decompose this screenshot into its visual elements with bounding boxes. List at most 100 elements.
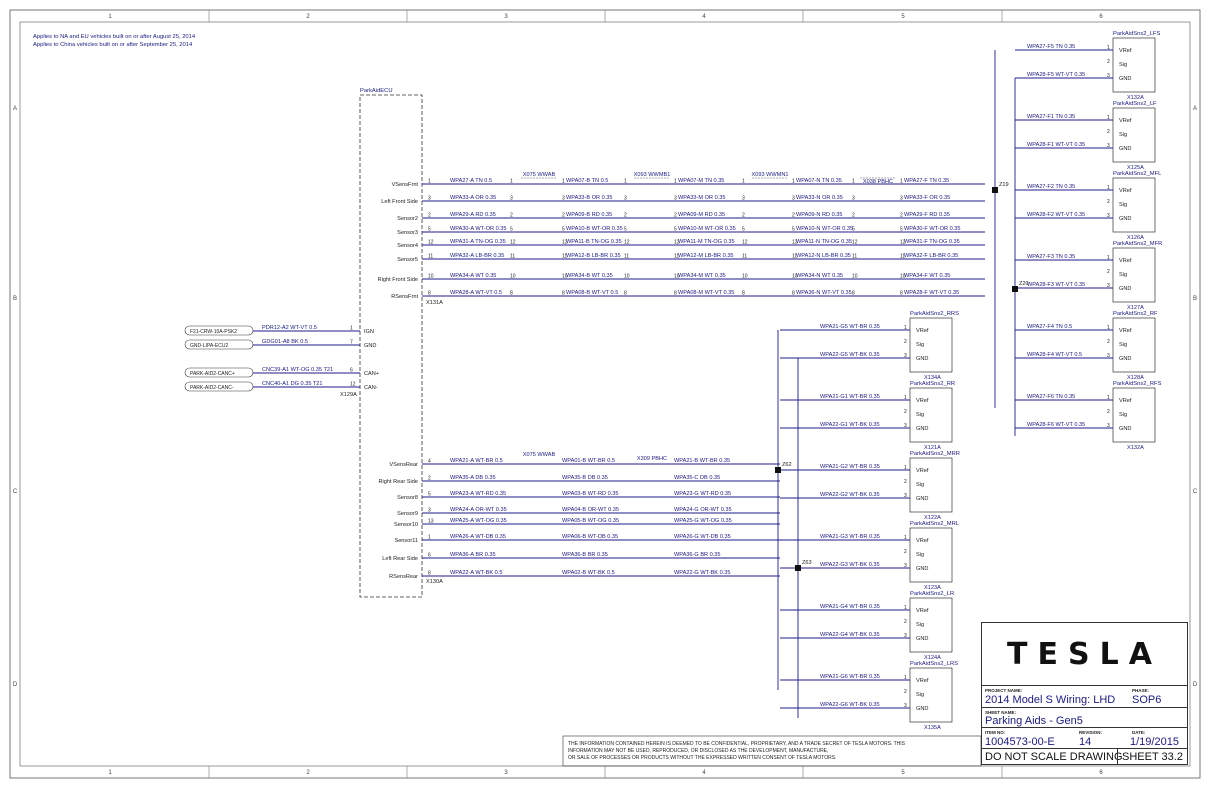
- rear-sensor-wire-label: WPA21-G4 WT-BR 0.35: [820, 604, 880, 610]
- ecu-front-pin-number: 1: [428, 179, 431, 185]
- rear-sensor-wire-label: WPA22-G3 WT-BK 0.35: [820, 562, 880, 568]
- front-sensor-wire-label: WPA28-F5 WT-VT 0.35: [1027, 72, 1085, 78]
- connector-pin-number: 1: [624, 179, 627, 185]
- connector-pin-number: 11: [792, 254, 797, 260]
- sensor-pin-sig: Sig: [1119, 202, 1127, 208]
- sensor-pin-number: 2: [904, 339, 907, 345]
- ecu-power-pin-name: GND: [364, 343, 376, 349]
- ecu-front-pin-number: 5: [428, 227, 431, 233]
- front-sensor-wire-label: WPA27-F5 TN 0.35: [1027, 44, 1075, 50]
- zone-row-right-D: D: [1193, 682, 1198, 688]
- connector-pin-number: 2: [510, 213, 513, 219]
- front-sensor-wire-label: WPA28-F4 WT-VT 0.5: [1027, 352, 1082, 358]
- disclaimer-line-3: OR SALE OF PROCESSES OR PRODUCTS WITHOUT…: [568, 755, 836, 761]
- front-wire-label: WPA07-M TN 0.35: [678, 178, 724, 184]
- connector-pin-number: 8: [852, 291, 855, 297]
- power-source-tag: [184, 325, 254, 336]
- rear-sensor-box: [909, 387, 953, 443]
- power-source-name: PARK-AID2-CANC-: [190, 385, 234, 391]
- ecu-front-pin-name: Left Front Side: [381, 199, 418, 205]
- power-wire-label: GDG01-A8 BK 0.5: [262, 339, 308, 345]
- front-wire-label: WPA31-F TN-OG 0.35: [904, 239, 960, 245]
- front-sensor-wire-label: WPA28-F2 WT-VT 0.35: [1027, 212, 1085, 218]
- connector-pin-number: 8: [510, 291, 513, 297]
- sensor-pin-vref: VRef: [916, 398, 929, 404]
- sensor-pin-number: 1: [904, 675, 907, 681]
- connector-pin-number: 5: [562, 227, 565, 233]
- connector-pin-number: 3: [852, 196, 855, 202]
- ecu-front-pin-number: 12: [428, 240, 434, 246]
- front-wire-label: WPA36-N WT-VT 0.35: [796, 290, 852, 296]
- sensor-pin-number: 3: [1107, 73, 1110, 79]
- sensor-pin-sig: Sig: [1119, 62, 1127, 68]
- rear-wire-label: WPA05-B WT-OG 0.35: [562, 518, 619, 524]
- ecu-power-pin-name: IGN: [364, 329, 374, 335]
- splice-label: Z19: [999, 182, 1009, 188]
- front-sensor-name: ParkAidSns2_MFR: [1113, 241, 1162, 247]
- sensor-pin-number: 1: [904, 535, 907, 541]
- connector-pin-number: 2: [674, 213, 677, 219]
- zone-col-top-5: 5: [901, 14, 905, 20]
- sensor-pin-number: 3: [904, 493, 907, 499]
- splice-label: Z20: [1019, 281, 1029, 287]
- project-label: PROJECT NAME:: [985, 688, 1023, 693]
- rear-sensor-connector: X122A: [924, 515, 941, 521]
- splice-z19: [992, 187, 998, 193]
- ecu-front-pin-number: 8: [428, 291, 431, 297]
- connector-pin-number: 10: [742, 274, 748, 280]
- sensor-pin-gnd: GND: [1119, 146, 1131, 152]
- connector-pin-number: 10: [852, 274, 858, 280]
- front-wire-label: WPA09-M RD 0.35: [678, 212, 725, 218]
- sensor-pin-number: 3: [904, 423, 907, 429]
- disclaimer-line-1: THE INFORMATION CONTAINED HEREIN IS DEEM…: [568, 741, 906, 747]
- sensor-pin-vref: VRef: [916, 538, 929, 544]
- front-sensor-name: ParkAidSns2_LFS: [1113, 31, 1160, 37]
- ecu-power-connector-label: X129A: [340, 392, 357, 398]
- sensor-pin-number: 1: [1107, 255, 1110, 261]
- rear-wire-label: WPA35-C DB 0.35: [674, 475, 720, 481]
- sensor-pin-number: 2: [904, 409, 907, 415]
- sensor-pin-gnd: GND: [1119, 426, 1131, 432]
- connector-pin-number: 1: [742, 179, 745, 185]
- connector-pin-number: 1: [562, 179, 565, 185]
- front-sensor-wire-label: WPA28-F1 WT-VT 0.35: [1027, 142, 1085, 148]
- rear-wire-label: WPA01-B WT-BR 0.5: [562, 458, 615, 464]
- sensor-pin-number: 2: [904, 549, 907, 555]
- connector-pin-number: 12: [510, 240, 516, 246]
- front-sensor-box: [1112, 37, 1156, 93]
- sensor-pin-number: 3: [1107, 283, 1110, 289]
- rear-sensor-name: ParkAidSns2_RR: [910, 381, 955, 387]
- ecu-front-pin-name: Sensor2: [397, 216, 418, 222]
- connector-pin-number: 2: [624, 213, 627, 219]
- front-wire-label: WPA27-F TN 0.35: [904, 178, 949, 184]
- power-source-tag: [184, 339, 254, 350]
- sensor-pin-number: 2: [1107, 409, 1110, 415]
- sensor-pin-number: 1: [1107, 325, 1110, 331]
- front-connector-label: X093 WWMN1: [752, 172, 789, 178]
- front-sensor-wire-label: WPA27-F3 TN 0.35: [1027, 254, 1075, 260]
- rear-wire-label: WPA35-A DB 0.35: [450, 475, 496, 481]
- front-sensor-wire-label: WPA27-F2 TN 0.35: [1027, 184, 1075, 190]
- rear-wire-label: WPA04-B OR-WT 0.35: [562, 507, 619, 513]
- power-wire-label: CNC40-A1 DG 0.35 T21: [262, 381, 323, 387]
- sensor-pin-vref: VRef: [916, 328, 929, 334]
- ecu-rear-pin-name: VSensRear: [389, 462, 418, 468]
- ecu-front-pin-name: Sensor5: [397, 257, 418, 263]
- front-sensor-wire-label: WPA28-F6 WT-VT 0.35: [1027, 422, 1085, 428]
- disclaimer-line-2: INFORMATION MAY NOT BE USED, REPRODUCED,…: [568, 748, 828, 754]
- front-wire-label: WPA12-N LB-BR 0.35: [796, 253, 851, 259]
- tesla-logo: TESLA: [1007, 636, 1162, 672]
- sensor-pin-number: 1: [1107, 115, 1110, 121]
- sensor-pin-gnd: GND: [916, 356, 928, 362]
- front-wire-label: WPA34-F WT 0.35: [904, 273, 950, 279]
- date-value: 1/19/2015: [1130, 736, 1179, 748]
- rear-sensor-box: [909, 457, 953, 513]
- ecu-rear-pin-number: 13: [428, 519, 434, 525]
- sheet-name-row: SHEET NAME: Parking Aids - Gen5: [982, 707, 1187, 727]
- revision-value: 14: [1079, 736, 1092, 748]
- front-sensor-wire-label: WPA28-F3 WT-VT 0.35: [1027, 282, 1085, 288]
- connector-pin-number: 11: [562, 254, 567, 260]
